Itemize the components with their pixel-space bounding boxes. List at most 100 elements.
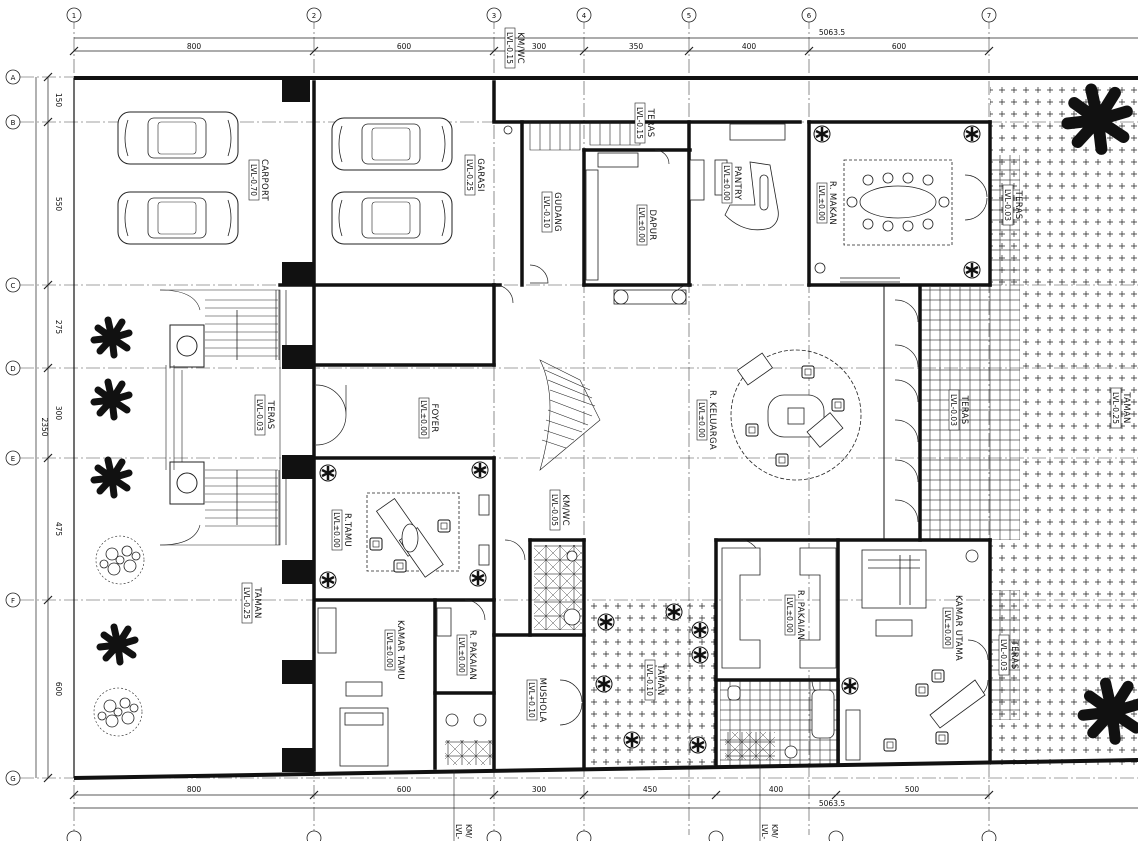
dim-top: 300 [532, 42, 547, 51]
room-name: KAMAR UTAMA [953, 595, 963, 661]
room-level: LVL±0.00 [722, 165, 731, 201]
dim-bottom: 400 [769, 785, 784, 794]
room-name: MUSHOLA [537, 678, 547, 723]
dim-top-total: 5063.5 [819, 28, 845, 37]
room-level: LVL-0.70 [249, 164, 258, 196]
dim-top: 800 [187, 42, 202, 51]
dimension-lines [35, 37, 1138, 809]
front-stairs [159, 289, 281, 546]
boundary-walls [73, 76, 1138, 780]
room-name: R. MAKAN [827, 181, 837, 225]
room-name: CARPORT [259, 159, 269, 202]
interior-stairs [529, 121, 641, 471]
room-level: LVL±0.00 [697, 402, 706, 438]
room-level: LVL±0.00 [332, 512, 341, 548]
col-label: 1 [72, 12, 76, 20]
furniture [317, 123, 986, 767]
bottom-tags: KM/ LVL- KM/ LVL- [453, 760, 779, 841]
room-level: LVL±0.00 [457, 637, 466, 673]
dim-top: 350 [629, 42, 644, 51]
left-dimension-labels: 150 550 275 300 475 600 2350 [40, 93, 63, 697]
tag-label: KM/ [464, 824, 473, 838]
dim-left: 300 [54, 406, 63, 421]
dim-left: 275 [54, 320, 63, 335]
windows [275, 277, 900, 545]
room-name: R. KELUARGA [707, 390, 717, 450]
col-label: 4 [582, 12, 587, 20]
room-level: LVL±0.00 [817, 185, 826, 221]
room-name: DAPUR [647, 210, 657, 241]
dim-left: 150 [54, 93, 63, 108]
col-label: 2 [312, 12, 316, 20]
room-level: LVL±0.00 [419, 400, 428, 436]
dim-bottom: 300 [532, 785, 547, 794]
room-level: LVL±0.00 [785, 597, 794, 633]
room-labels: CARPORT LVL-0.70 GARASI LVL-0.25 KM/WC L… [241, 27, 1131, 723]
room-level: LVL-0.03 [1003, 189, 1012, 221]
dim-bottom-total: 5063.5 [819, 799, 845, 808]
tag-label: LVL- [454, 824, 463, 840]
dim-left-total: 2350 [40, 417, 49, 436]
room-name: R.TAMU [342, 513, 352, 547]
room-level: LVL-0.03 [949, 394, 958, 426]
dim-bottom: 500 [905, 785, 920, 794]
row-grid-markers [5, 69, 21, 786]
room-name: R. PAKAIAN [795, 590, 805, 640]
room-level: LVL-0.15 [635, 107, 644, 139]
room-name: TERAS [645, 108, 655, 138]
col-label: 5 [687, 12, 691, 20]
dim-bottom: 450 [643, 785, 658, 794]
room-name: TAMAN [655, 663, 665, 695]
row-label: E [11, 455, 15, 463]
room-level: LVL+0.10 [527, 682, 536, 718]
dimension-labels: 800 600 300 350 400 600 5063.5 800 600 3… [187, 28, 920, 808]
room-name: R. PAKAIAN [467, 630, 477, 680]
room-level: LVL-0.10 [645, 664, 654, 696]
room-name: TERAS [1013, 190, 1023, 220]
col-label: 3 [492, 12, 496, 20]
row-label: B [11, 119, 16, 127]
column-grid-markers [66, 7, 997, 841]
room-level: LVL-0.25 [1111, 392, 1120, 424]
row-label: F [11, 597, 15, 605]
room-name: KM/WC [515, 32, 525, 64]
room-name: TERAS [1009, 640, 1019, 670]
room-name: TERAS [265, 400, 275, 430]
room-name: GARASI [475, 158, 485, 191]
room-level: LVL-0.05 [550, 494, 559, 526]
room-name: GUDANG [552, 192, 562, 232]
room-level: LVL-0.15 [505, 32, 514, 64]
room-name: FOYER [429, 403, 439, 432]
room-level: LVL±0.00 [385, 632, 394, 668]
dim-top: 400 [742, 42, 757, 51]
pillars [282, 80, 314, 772]
tag-label: LVL- [760, 824, 769, 840]
room-name: TERAS [959, 395, 969, 425]
dim-left: 475 [54, 522, 63, 537]
grid-labels: 1 2 3 4 5 6 7 A B C D E F G [10, 12, 991, 783]
room-level: LVL-0.25 [242, 587, 251, 619]
dim-top: 600 [892, 42, 907, 51]
room-name: TAMAN [252, 586, 262, 618]
room-name: TAMAN [1121, 391, 1131, 423]
col-label: 7 [987, 12, 991, 20]
dim-bottom: 600 [397, 785, 412, 794]
room-level: LVL±0.00 [637, 207, 646, 243]
room-name: PANTRY [732, 166, 742, 201]
dim-left: 550 [54, 197, 63, 212]
tag-label: KM/ [770, 824, 779, 838]
room-level: LVL-0.03 [999, 639, 1008, 671]
dim-left: 600 [54, 682, 63, 697]
row-label: D [10, 365, 15, 373]
room-name: KAMAR TAMU [395, 620, 405, 680]
room-name: KM/WC [560, 494, 570, 526]
row-label: G [10, 775, 15, 783]
col-label: 6 [807, 12, 812, 20]
room-level: LVL-0.10 [542, 196, 551, 228]
room-level: LVL-0.03 [255, 399, 264, 431]
cars [117, 111, 453, 245]
room-level: LVL-0.25 [465, 159, 474, 191]
row-label: C [11, 282, 16, 290]
dim-bottom: 800 [187, 785, 202, 794]
